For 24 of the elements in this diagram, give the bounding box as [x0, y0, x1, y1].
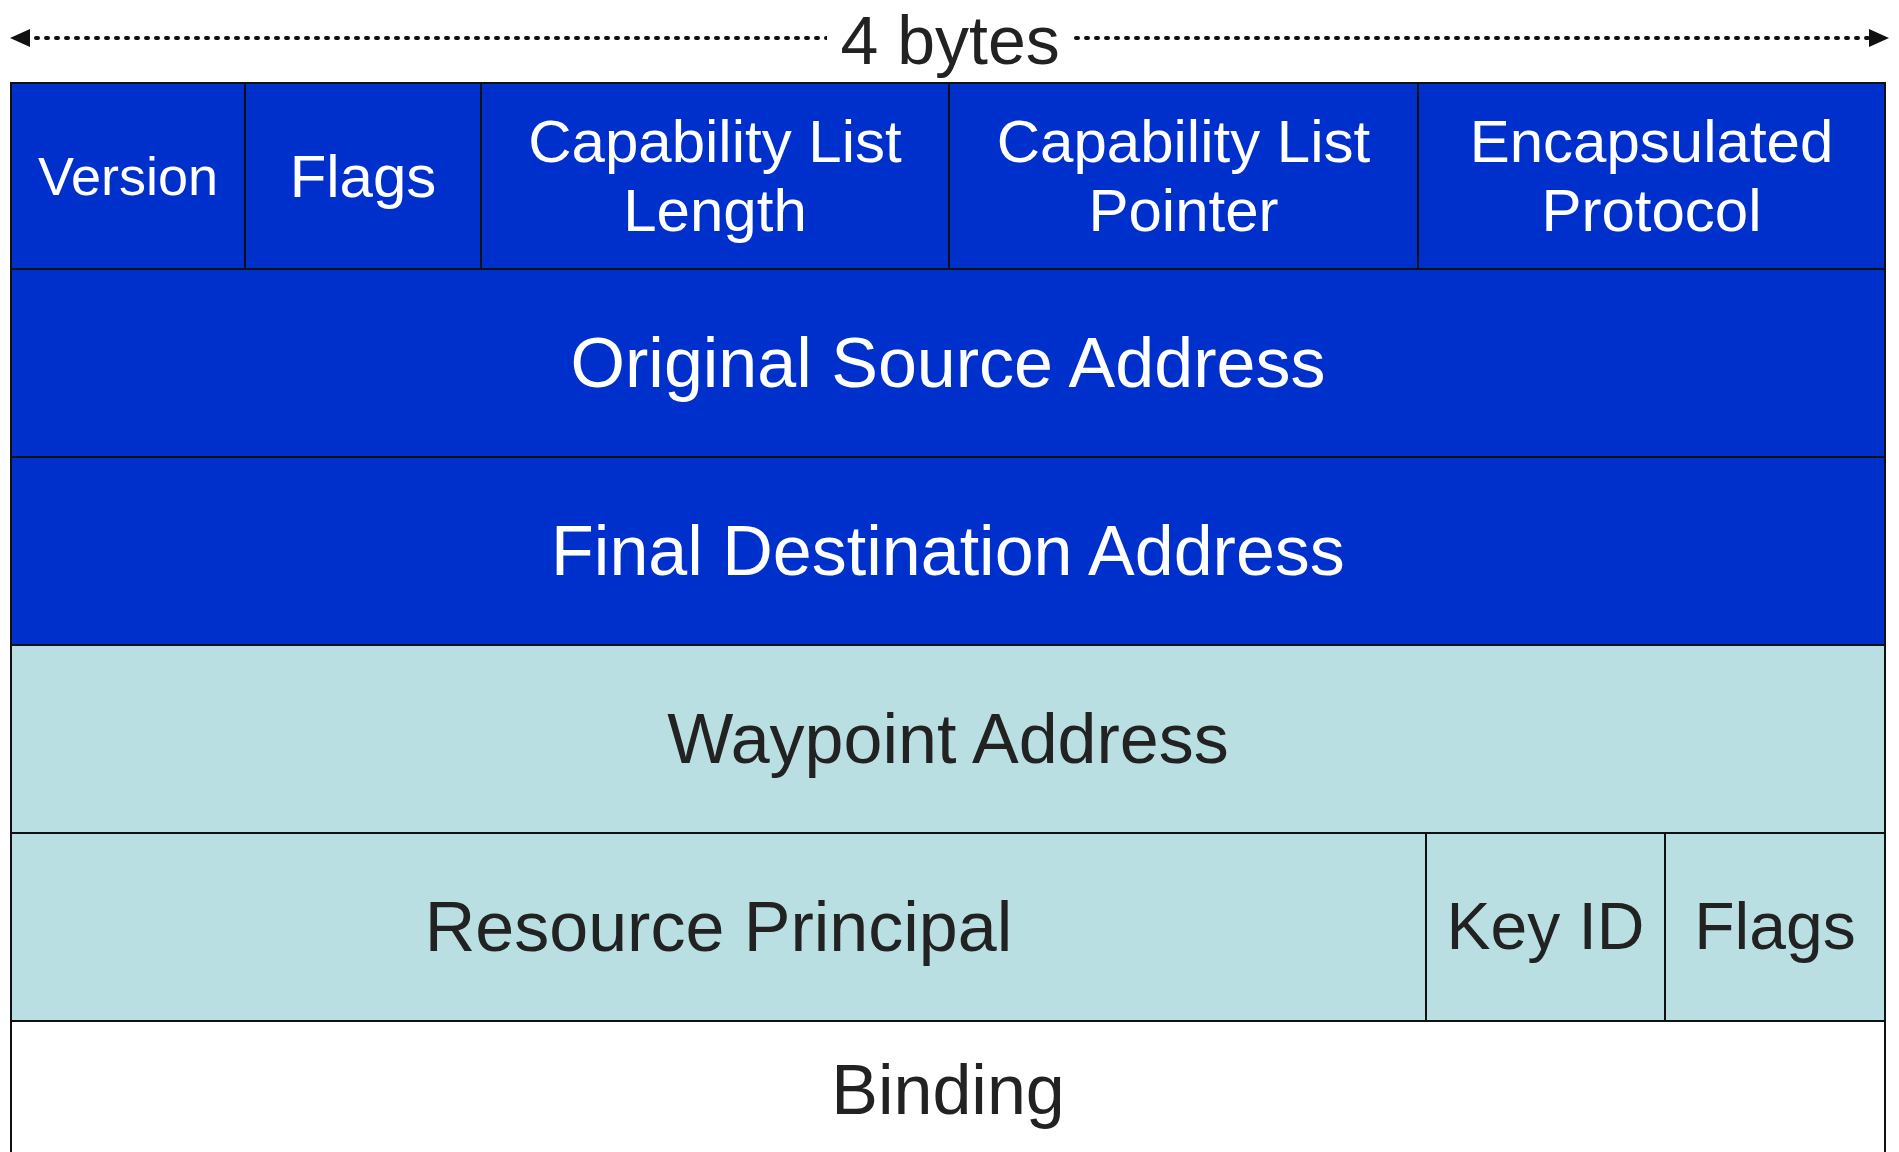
field-label: Binding: [831, 1049, 1065, 1131]
field-cell: [10, 644, 1886, 834]
field-cell: [10, 832, 1427, 1022]
field-label: Original Source Address: [570, 322, 1326, 404]
field-cell: [1417, 82, 1886, 270]
field-label: Capability List Pointer: [995, 107, 1372, 245]
field-label: Encapsulated Protocol: [1468, 107, 1835, 245]
field-cell: [10, 82, 246, 270]
field-cell: [948, 82, 1419, 270]
field-cell: [1425, 832, 1666, 1022]
field-label: Final Destination Address: [551, 510, 1345, 592]
field-cell: [10, 456, 1886, 646]
field-cell: [244, 82, 482, 270]
field-label: Version: [37, 144, 219, 208]
field-cell: [480, 82, 950, 270]
field-cell: [10, 1020, 1886, 1152]
field-cell: [10, 268, 1886, 458]
field-label: Flags: [289, 141, 437, 211]
field-label: Capability List Length: [527, 107, 903, 245]
field-label: Key ID: [1446, 889, 1645, 965]
field-label: Flags: [1694, 889, 1856, 965]
field-cell: [1664, 832, 1886, 1022]
field-label: Waypoint Address: [667, 698, 1229, 780]
field-label: Resource Principal: [424, 886, 1013, 968]
